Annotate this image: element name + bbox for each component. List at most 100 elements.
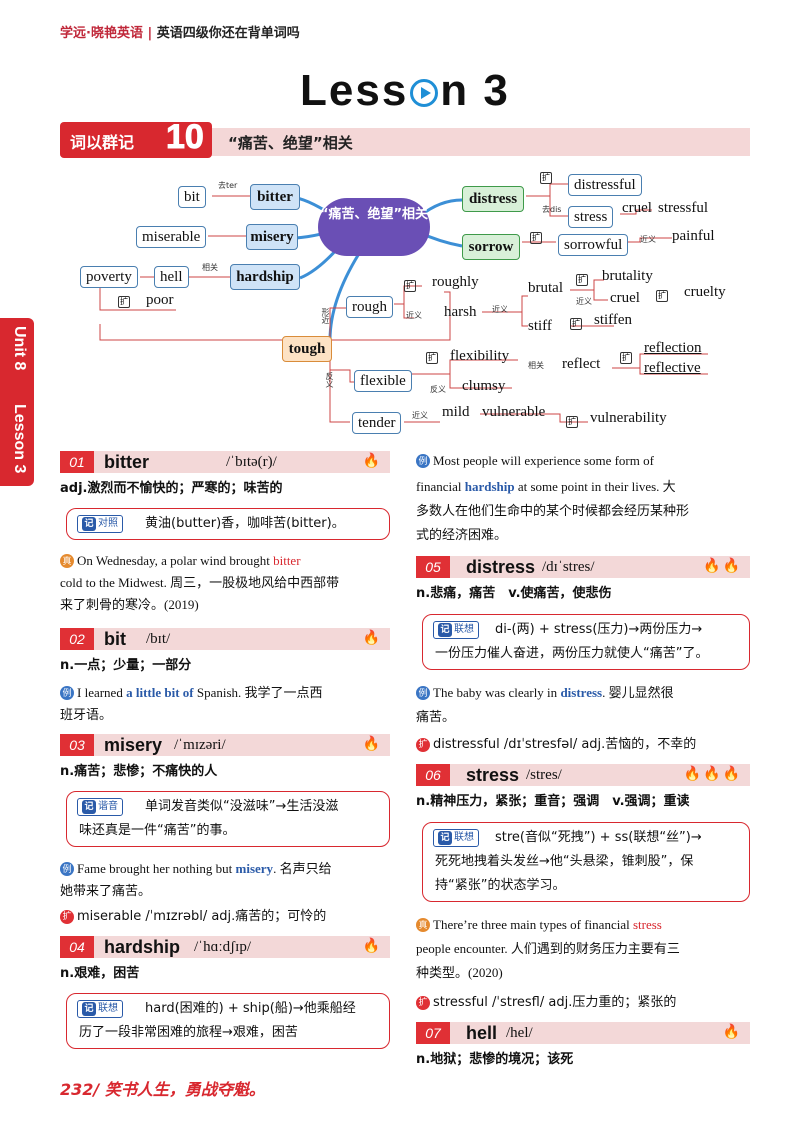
expand-icon: 扩 (60, 910, 74, 924)
entry-ipa: /ˈbɪtə(r)/ (226, 454, 277, 470)
example-line: financial hardship at some point in thei… (416, 479, 676, 494)
exam-icon: 真 (60, 554, 74, 568)
tag-antonym-tough: 反义 (325, 372, 334, 388)
tag-remove-ter: 去ter (218, 181, 238, 190)
entry-pos: n.艰难，困苦 (60, 966, 140, 981)
expand-icon: 扩 (530, 232, 542, 244)
word-cruel-top: cruel (622, 200, 652, 216)
example-icon: 例 (60, 686, 74, 700)
example-line: 班牙语。 (60, 707, 113, 722)
memo-box: 记联想 di-(两) + stress(压力)→两份压力→ 一份压力催人奋进，两… (422, 614, 750, 670)
word-cruelty: cruelty (684, 284, 726, 300)
example-line: 来了刺骨的寒冷。(2019) (60, 597, 199, 612)
example-line: people encounter. 人们遇到的财务压力主要有三 (416, 941, 680, 956)
word-harsh: harsh (444, 304, 477, 320)
tag-related: 相关 (202, 263, 218, 272)
word-stiff: stiff (528, 318, 552, 334)
entry-pos: n.一点；少量；一部分 (60, 658, 192, 673)
memo-box: 记联想 stre(音似“死拽”) + ss(联想“丝”)→ 死死地拽着头发丝→他… (422, 822, 750, 902)
memo-box: 记对照 黄油(butter)香，咖啡苦(bitter)。 (66, 508, 390, 540)
expand-icon: 扩 (656, 290, 668, 302)
tag-form-near: 形近 (321, 308, 330, 324)
footer-motto: 笑书人生，勇战夺魁。 (104, 1080, 265, 1099)
entry-word: bitter (104, 452, 149, 472)
word-rough: rough (346, 296, 393, 318)
entry-pos: n.悲痛，痛苦 v.使痛苦，使悲伤 (416, 586, 612, 601)
expand-icon: 扩 (576, 274, 588, 286)
tag-synonym-mild: 近义 (412, 411, 428, 420)
entry-header-distress: 05 distress /dɪˈstres/ 🔥🔥 (416, 556, 750, 578)
word-brutal: brutal (528, 280, 563, 296)
word-stiffen: stiffen (594, 312, 633, 328)
word-miserable: miserable (136, 226, 207, 248)
word-flexible: flexible (354, 370, 412, 392)
brand-name: 学远·晓艳英语 (60, 26, 143, 41)
word-clumsy: clumsy (462, 378, 506, 394)
hub-tough: tough (282, 336, 332, 362)
entry-header-hardship: 04 hardship /ˈhɑːdʃɪp/ 🔥 (60, 936, 390, 958)
word-vulnerability: vulnerability (590, 410, 667, 426)
fire-icon: 🔥 (722, 1024, 742, 1040)
entry-header-bitter: 01 bitter /ˈbɪtə(r)/ 🔥 (60, 451, 390, 473)
entry-pos: n.精神压力，紧张；重音；强调 v.强调；重读 (416, 794, 690, 809)
fire-icon: 🔥 (362, 736, 382, 752)
word-brutality: brutality (602, 268, 653, 284)
fire-icon: 🔥 (362, 453, 382, 469)
mindmap-center-label: “痛苦、绝望”相关 (319, 207, 429, 222)
memo-box: 记谐音 单词发音类似“没滋味”→生活没滋 味还真是一件“痛苦”的事。 (66, 791, 390, 847)
page-footer: 232/ 笑书人生，勇战夺魁。 (60, 1080, 265, 1099)
entry-header-misery: 03 misery /ˈmɪzəri/ 🔥 (60, 734, 390, 756)
entry-header-stress: 06 stress /stres/ 🔥🔥🔥 (416, 764, 750, 786)
expand-icon: 扩 (540, 172, 552, 184)
group-number: 10 (166, 118, 205, 157)
fire-icon: 🔥🔥 (703, 558, 742, 574)
entry-pos: adj.激烈而不愉快的；严寒的；味苦的 (60, 481, 283, 496)
play-icon (410, 79, 439, 107)
side-tab-unit: Unit 8 (11, 326, 28, 371)
tag-antonym-clumsy: 反义 (430, 385, 446, 394)
hub-distress: distress (462, 186, 524, 212)
tag-synonym: 近义 (640, 235, 656, 244)
page-number: 232 (60, 1080, 94, 1099)
group-topic: “痛苦、绝望”相关 (228, 134, 353, 152)
book-title: 英语四级你还在背单词吗 (156, 26, 300, 41)
fire-icon: 🔥 (362, 630, 382, 646)
example-line: cold to the Midwest. 周三，一股极地风给中西部带 (60, 575, 340, 590)
expand-icon: 扩 (118, 296, 130, 308)
word-flexibility: flexibility (450, 348, 510, 364)
example-line: 种类型。(2020) (416, 965, 503, 980)
word-hell: hell (154, 266, 189, 288)
word-cruel: cruel (610, 290, 640, 306)
example-line: 痛苦。 (416, 709, 456, 724)
side-tab-lesson: Lesson 3 (11, 404, 28, 474)
expand-icon: 扩 (570, 318, 582, 330)
mindmap-center-cloud (318, 198, 430, 256)
hub-sorrow: sorrow (462, 234, 520, 260)
word-mild: mild (442, 404, 470, 420)
hub-bitter: bitter (250, 184, 300, 210)
expand-icon: 扩 (426, 352, 438, 364)
group-label-tag: 词以群记 10 (60, 118, 212, 158)
memo-badge: 记对照 (77, 515, 123, 533)
entry-header-bit: 02 bit /bɪt/ 🔥 (60, 628, 390, 650)
expand-icon: 扩 (566, 416, 578, 428)
tag-remove-dis: 去dis (542, 205, 562, 214)
word-roughly: roughly (432, 274, 479, 290)
example-line: 多数人在他们生命中的某个时候都会经历某种形 (416, 503, 690, 518)
word-vulnerable: vulnerable (482, 404, 546, 420)
example-line: 式的经济困难。 (416, 527, 508, 542)
word-distressful: distressful (568, 174, 642, 196)
word-bit: bit (178, 186, 206, 208)
running-header: 学远·晓艳英语 | 英语四级你还在背单词吗 (60, 26, 300, 41)
entry-pos: n.地狱；悲惨的境况；该死 (416, 1052, 574, 1067)
fire-icon: 🔥🔥🔥 (683, 766, 742, 782)
entry-header-hell: 07 hell /hel/ 🔥 (416, 1022, 750, 1044)
memo-box: 记联想 hard(困难的) + ship(船)→他乘船经 历了一段非常困难的旅程… (66, 993, 390, 1049)
